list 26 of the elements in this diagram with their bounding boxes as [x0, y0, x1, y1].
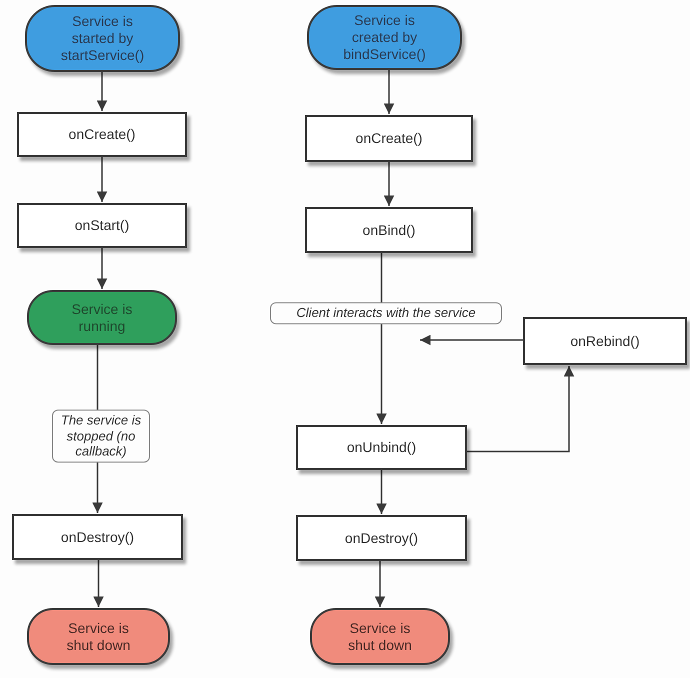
- process-box: onDestroy(): [12, 514, 183, 560]
- process-box: onStart(): [17, 203, 187, 248]
- state-pill: Service is created by bindService(): [307, 5, 462, 70]
- edge-label: The service is stopped (no callback): [52, 410, 150, 462]
- state-pill: Service is started by startService(): [25, 5, 180, 72]
- arrow: [376, 253, 387, 424]
- arrow: [96, 72, 108, 111]
- state-pill: Service is running: [27, 290, 177, 345]
- process-box: onRebind(): [523, 317, 687, 365]
- arrow: [384, 162, 394, 206]
- state-pill: Service is shut down: [27, 608, 170, 665]
- arrow: [374, 561, 386, 607]
- process-box: onUnbind(): [296, 425, 467, 470]
- arrow: [420, 334, 523, 346]
- process-box: onCreate(): [305, 115, 473, 162]
- arrow: [93, 560, 104, 607]
- arrow: [384, 70, 394, 114]
- arrow: [96, 157, 108, 202]
- state-pill: Service is shut down: [310, 608, 450, 665]
- edge-label: Client interacts with the service: [270, 302, 502, 324]
- process-box: onDestroy(): [296, 515, 467, 561]
- arrow: [376, 470, 387, 514]
- process-box: onCreate(): [17, 112, 187, 157]
- process-box: onBind(): [305, 207, 473, 253]
- arrow: [467, 366, 574, 452]
- arrow: [96, 248, 108, 289]
